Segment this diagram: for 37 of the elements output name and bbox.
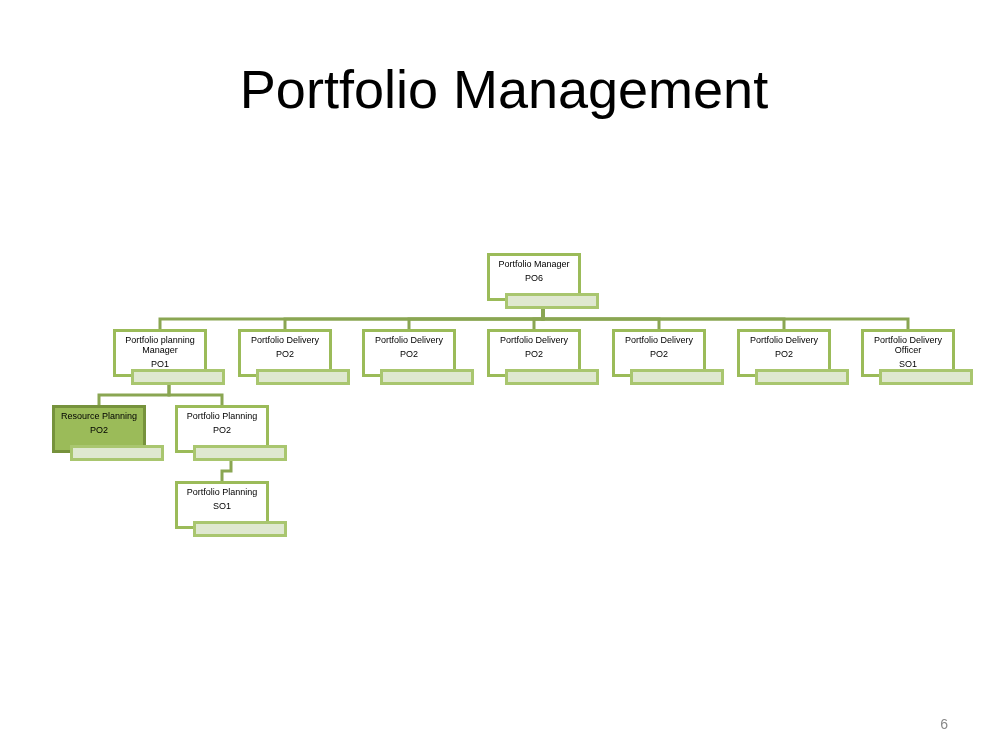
- org-chart-box: [175, 405, 287, 461]
- grade-code: PO2: [212, 425, 232, 435]
- role-title: Portfolio Delivery: [250, 335, 320, 345]
- org-chart-box: [175, 481, 287, 537]
- role-title: Portfolio Planning: [185, 411, 259, 421]
- org-chart-box: [238, 329, 350, 385]
- page-number: 6: [940, 715, 948, 734]
- grade-code: SO1: [898, 359, 918, 369]
- org-chart-box: [487, 253, 599, 309]
- grade-code: PO2: [774, 349, 794, 359]
- connector-line: [167, 385, 224, 405]
- role-title: Portfolio Delivery: [749, 335, 819, 345]
- grade-code: SO1: [212, 501, 232, 511]
- grade-code: PO2: [649, 349, 669, 359]
- grade-code: PO2: [524, 349, 544, 359]
- role-title: Portfolio Delivery: [499, 335, 569, 345]
- org-chart-box: [52, 405, 164, 461]
- org-chart-box: [861, 329, 973, 385]
- role-title: Portfolio Planning: [185, 487, 259, 497]
- org-chart-box: [487, 329, 599, 385]
- org-chart-box: [737, 329, 849, 385]
- connector-line: [541, 309, 910, 329]
- role-title: Portfolio Delivery: [374, 335, 444, 345]
- grade-code: PO1: [150, 359, 170, 369]
- role-title: Portfolio Manager: [497, 259, 571, 269]
- role-title: Portfolio planning Manager: [124, 335, 196, 355]
- grade-code: PO2: [399, 349, 419, 359]
- org-chart-box: [113, 329, 225, 385]
- org-chart-box: [362, 329, 474, 385]
- grade-code: PO2: [89, 425, 109, 435]
- org-chart-box: [612, 329, 724, 385]
- role-title: Portfolio Delivery: [624, 335, 694, 345]
- grade-code: PO2: [275, 349, 295, 359]
- connector-line: [220, 461, 233, 481]
- role-title: Portfolio Delivery Officer: [873, 335, 943, 355]
- grade-code: PO6: [524, 273, 544, 283]
- role-title: Resource Planning: [59, 411, 139, 421]
